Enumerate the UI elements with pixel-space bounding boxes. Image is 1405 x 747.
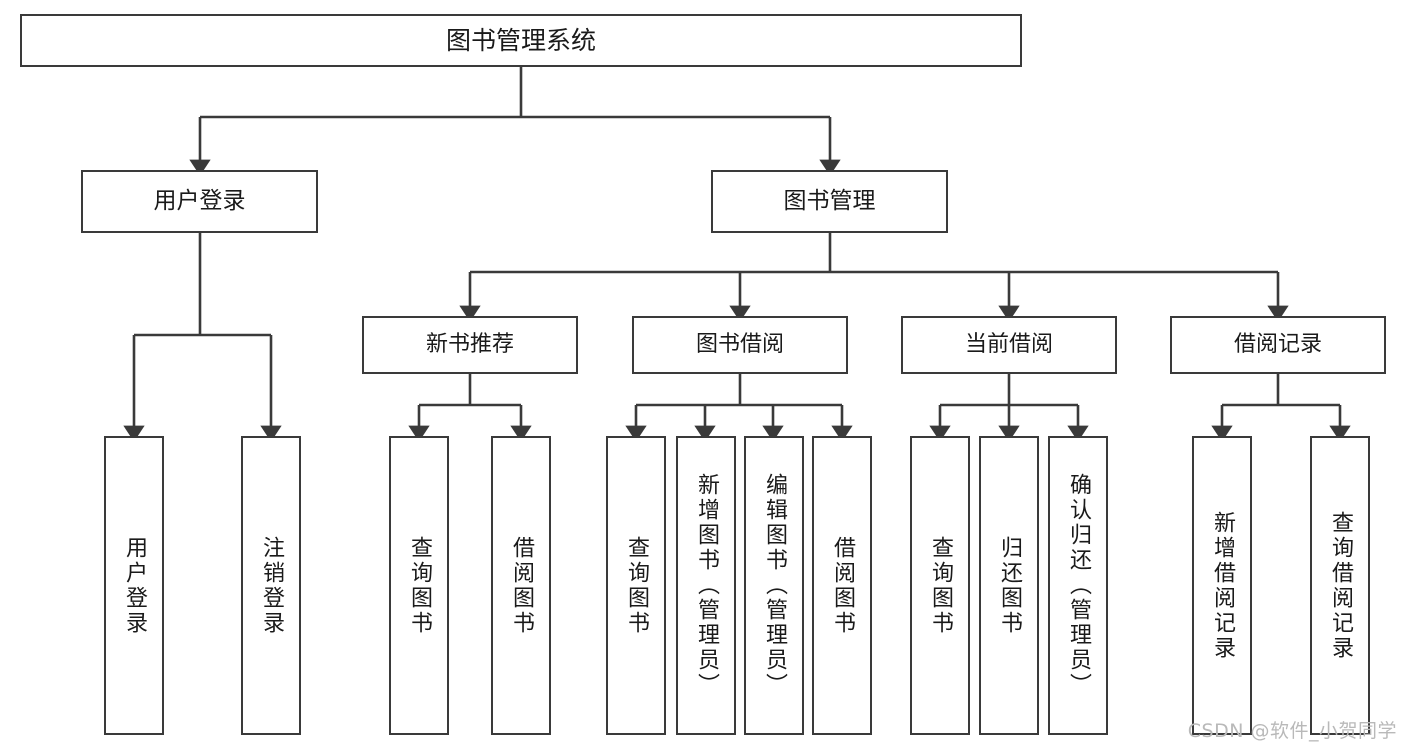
node-leaf-return-book-label: 归还图书 <box>996 535 1022 636</box>
node-leaf-borrow-book-2-label: 借阅图书 <box>829 535 855 636</box>
watermark: CSDN @软件_小贺同学 <box>1187 720 1397 742</box>
node-leaf-edit-book-label: 编辑图书（管理员） <box>761 473 787 698</box>
node-book-borrow[interactable]: 图书借阅 <box>632 316 848 374</box>
node-leaf-add-book[interactable]: 新增图书（管理员） <box>676 436 736 735</box>
node-leaf-query-book-1-label: 查询图书 <box>406 535 432 636</box>
node-current-borrow-label: 当前借阅 <box>964 332 1053 358</box>
node-leaf-add-borrow-record[interactable]: 新增借阅记录 <box>1192 436 1252 735</box>
node-root[interactable]: 图书管理系统 <box>20 14 1022 67</box>
node-leaf-logout-login-label: 注销登录 <box>258 535 284 636</box>
node-leaf-query-borrow-record-label: 查询借阅记录 <box>1327 510 1353 661</box>
node-leaf-borrow-book-1[interactable]: 借阅图书 <box>491 436 551 735</box>
node-new-book-recommend-label: 新书推荐 <box>425 332 514 358</box>
node-user-login[interactable]: 用户登录 <box>81 170 318 233</box>
node-new-book-recommend[interactable]: 新书推荐 <box>362 316 578 374</box>
node-book-manage[interactable]: 图书管理 <box>711 170 948 233</box>
node-leaf-query-book-3-label: 查询图书 <box>927 535 953 636</box>
node-leaf-logout-login[interactable]: 注销登录 <box>241 436 301 735</box>
node-book-manage-label: 图书管理 <box>783 187 876 214</box>
node-leaf-edit-book[interactable]: 编辑图书（管理员） <box>744 436 804 735</box>
node-leaf-user-login[interactable]: 用户登录 <box>104 436 164 735</box>
node-leaf-query-borrow-record[interactable]: 查询借阅记录 <box>1310 436 1370 735</box>
node-leaf-return-book[interactable]: 归还图书 <box>979 436 1039 735</box>
node-leaf-borrow-book-2[interactable]: 借阅图书 <box>812 436 872 735</box>
node-user-login-label: 用户登录 <box>153 187 246 214</box>
node-current-borrow[interactable]: 当前借阅 <box>901 316 1117 374</box>
node-leaf-user-login-label: 用户登录 <box>121 535 147 636</box>
node-leaf-query-book-1[interactable]: 查询图书 <box>389 436 449 735</box>
node-leaf-query-book-2[interactable]: 查询图书 <box>606 436 666 735</box>
node-leaf-query-book-3[interactable]: 查询图书 <box>910 436 970 735</box>
node-leaf-add-borrow-record-label: 新增借阅记录 <box>1209 510 1235 661</box>
node-leaf-confirm-return[interactable]: 确认归还（管理员） <box>1048 436 1108 735</box>
node-book-borrow-label: 图书借阅 <box>695 332 784 358</box>
node-borrow-record[interactable]: 借阅记录 <box>1170 316 1386 374</box>
node-borrow-record-label: 借阅记录 <box>1233 332 1322 358</box>
node-root-label: 图书管理系统 <box>445 25 596 55</box>
node-leaf-add-book-label: 新增图书（管理员） <box>693 473 719 698</box>
node-leaf-borrow-book-1-label: 借阅图书 <box>508 535 534 636</box>
node-leaf-confirm-return-label: 确认归还（管理员） <box>1065 473 1091 698</box>
node-leaf-query-book-2-label: 查询图书 <box>623 535 649 636</box>
